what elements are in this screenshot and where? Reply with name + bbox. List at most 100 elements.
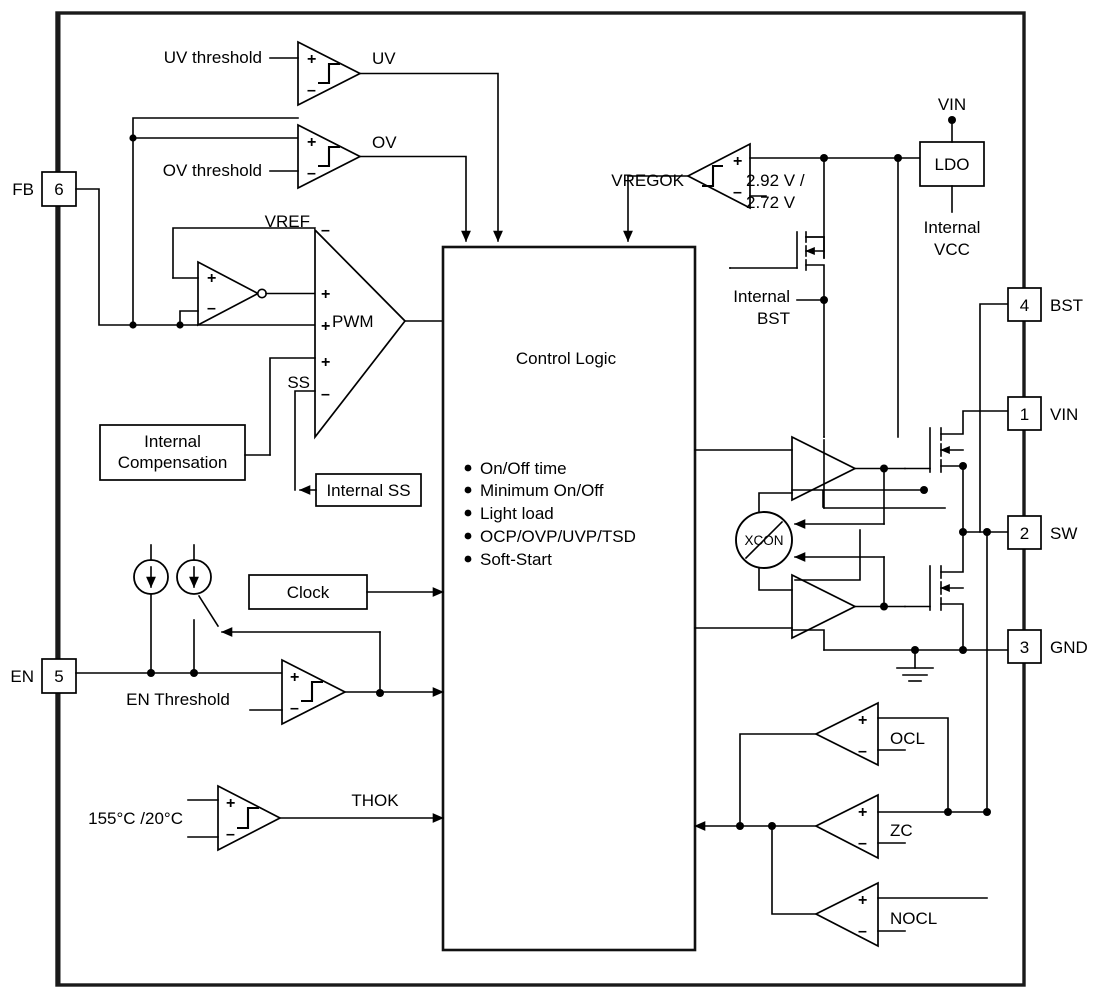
comparator-zc-body[interactable] bbox=[814, 793, 879, 860]
pin-fb-box[interactable] bbox=[41, 171, 77, 207]
pin-gnd-number: 3 bbox=[1020, 638, 1029, 657]
comparator-zc[interactable]: + – ZC bbox=[814, 793, 913, 860]
feature-item: Minimum On/Off bbox=[480, 481, 604, 500]
comparator-ocl[interactable]: + – OCL bbox=[814, 701, 925, 767]
comparator-vregok-body[interactable] bbox=[686, 142, 751, 210]
internal-compensation-box[interactable] bbox=[99, 424, 246, 481]
pin-gnd[interactable]: 3 GND bbox=[1007, 629, 1088, 664]
comparator-en-body[interactable] bbox=[281, 658, 347, 726]
thok-label: THOK bbox=[351, 791, 399, 810]
pin-vin[interactable]: 1 VIN bbox=[1007, 396, 1078, 431]
pwm-comparator[interactable]: VREF – + + + – PWM SS bbox=[265, 212, 407, 440]
comparator-nocl[interactable]: + – NOCL bbox=[814, 881, 937, 948]
comparator-ocl-body[interactable] bbox=[814, 701, 879, 767]
wire-xcon-to-hs bbox=[758, 492, 793, 513]
pin-vin-box[interactable] bbox=[1007, 396, 1042, 431]
ldo-block[interactable]: LDO bbox=[919, 141, 985, 187]
feature-item: On/Off time bbox=[480, 459, 567, 478]
wire-bst-to-sw bbox=[979, 303, 1009, 533]
feature-item: OCP/OVP/UVP/TSD bbox=[480, 527, 636, 546]
comparator-vregok-minus: – bbox=[733, 184, 742, 201]
comparator-thermal-minus: – bbox=[226, 826, 235, 843]
bullet-icon bbox=[464, 509, 472, 517]
control-logic-block[interactable]: Control Logic On/Off time Minimum On/Off… bbox=[441, 245, 697, 952]
pin-sw[interactable]: 2 SW bbox=[1007, 515, 1077, 550]
comparator-uv-output-label: UV bbox=[372, 49, 396, 68]
error-amplifier-body[interactable] bbox=[197, 260, 260, 327]
pin-en-box[interactable] bbox=[41, 658, 77, 694]
pin-en[interactable]: 5 EN bbox=[10, 658, 77, 694]
bullet-icon bbox=[464, 532, 472, 540]
internal-ss-block[interactable]: Internal SS bbox=[315, 473, 422, 507]
label-internal-bst-1: Internal bbox=[733, 287, 790, 306]
ldo-box[interactable] bbox=[919, 141, 985, 187]
comparator-en[interactable]: + – bbox=[249, 658, 347, 726]
low-side-driver[interactable] bbox=[791, 573, 857, 640]
pwm-in-3: + bbox=[321, 318, 330, 335]
vregok-threshold-line1: 2.92 V / bbox=[746, 171, 805, 190]
clock-label: Clock bbox=[287, 583, 330, 602]
comparator-zc-plus: + bbox=[858, 804, 867, 821]
en-threshold-label: EN Threshold bbox=[126, 690, 230, 709]
error-amplifier[interactable]: + – bbox=[197, 260, 267, 327]
comparator-ov[interactable]: + – OV threshold OV bbox=[163, 123, 397, 190]
pwm-in-1: – bbox=[321, 222, 330, 239]
feature-item: Light load bbox=[480, 504, 554, 523]
wire-ocl-plus bbox=[877, 717, 949, 813]
junction-ocl-feed bbox=[736, 822, 744, 830]
pwm-comparator-body[interactable] bbox=[314, 227, 407, 440]
error-amp-plus: + bbox=[207, 270, 216, 287]
junction-en-out bbox=[376, 689, 384, 697]
comparator-nocl-body[interactable] bbox=[814, 881, 879, 948]
comparator-zc-label: ZC bbox=[890, 821, 913, 840]
feature-item: Soft-Start bbox=[480, 550, 552, 569]
clock-box[interactable] bbox=[248, 574, 368, 610]
pin-en-label: EN bbox=[10, 667, 34, 686]
comparator-vregok[interactable]: + – VREGOK 2.92 V / 2.72 V bbox=[611, 142, 805, 212]
junction-hs-source bbox=[959, 462, 967, 470]
bullet-icon bbox=[464, 555, 472, 563]
comparator-uv-minus: – bbox=[307, 82, 316, 99]
pin-bst[interactable]: 4 BST bbox=[1007, 287, 1083, 322]
label-internal-bst-2: BST bbox=[757, 309, 790, 328]
comparator-uv-input-label: UV threshold bbox=[164, 48, 262, 67]
hysteresis-icon bbox=[301, 680, 323, 703]
pin-bst-box[interactable] bbox=[1007, 287, 1042, 322]
pin-fb-number: 6 bbox=[54, 180, 63, 199]
control-logic-box[interactable] bbox=[441, 245, 697, 952]
wire-nocl-out bbox=[771, 825, 817, 915]
error-amp-minus: – bbox=[207, 300, 216, 317]
label-vin-top: VIN bbox=[938, 95, 966, 114]
pin-gnd-box[interactable] bbox=[1007, 629, 1042, 664]
low-side-driver-body[interactable] bbox=[791, 573, 857, 640]
pin-fb[interactable]: 6 FB bbox=[12, 11, 77, 987]
high-side-mosfet bbox=[904, 410, 1009, 533]
junction-cs1 bbox=[147, 669, 155, 677]
internal-compensation-line2: Compensation bbox=[118, 453, 228, 472]
pin-bst-label: BST bbox=[1050, 296, 1083, 315]
pin-gnd-label: GND bbox=[1050, 638, 1088, 657]
pwm-vref-label: VREF bbox=[265, 212, 310, 231]
pin-sw-number: 2 bbox=[1020, 524, 1029, 543]
pwm-in-2: + bbox=[321, 286, 330, 303]
comparator-ov-input-label: OV threshold bbox=[163, 161, 262, 180]
xcon-block[interactable]: XCON bbox=[735, 511, 793, 569]
clock-block[interactable]: Clock bbox=[248, 574, 368, 610]
comparator-thermal[interactable]: + – 155°C /20°C bbox=[88, 784, 282, 852]
comparator-uv[interactable]: + – UV threshold UV bbox=[164, 40, 397, 107]
comparator-en-minus: – bbox=[290, 700, 299, 717]
node-vin-top bbox=[948, 116, 956, 124]
internal-ss-box[interactable] bbox=[315, 473, 422, 507]
pin-en-number: 5 bbox=[54, 667, 63, 686]
internal-compensation-block[interactable]: Internal Compensation bbox=[99, 424, 246, 481]
comparator-ov-minus: – bbox=[307, 165, 316, 182]
thermal-threshold-label: 155°C /20°C bbox=[88, 809, 183, 828]
junction-sw-ret bbox=[920, 486, 928, 494]
ldo-label: LDO bbox=[935, 155, 970, 174]
comparator-nocl-label: NOCL bbox=[890, 909, 937, 928]
hysteresis-icon bbox=[318, 145, 340, 168]
bullet-icon bbox=[464, 486, 472, 494]
pin-sw-box[interactable] bbox=[1007, 515, 1042, 550]
comparator-thermal-plus: + bbox=[226, 795, 235, 812]
